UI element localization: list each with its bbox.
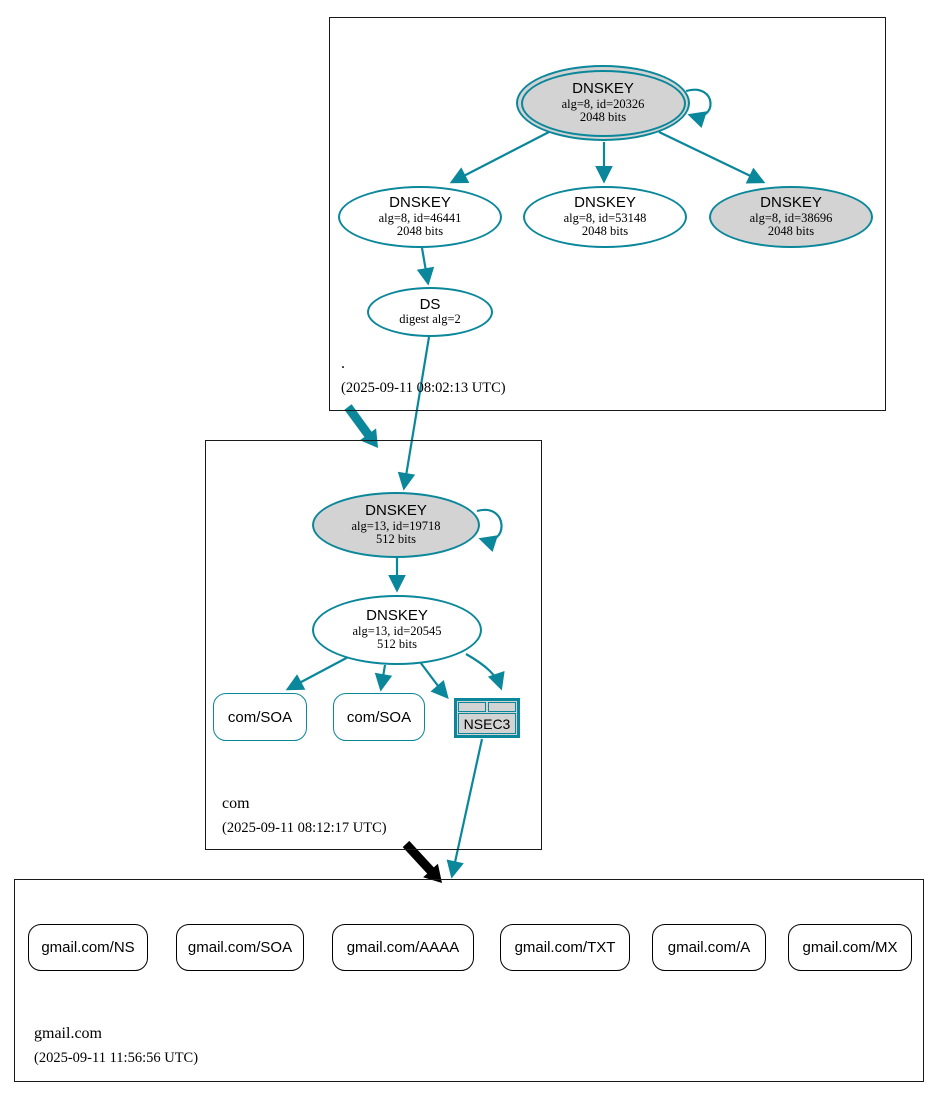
com-zsk-title: DNSKEY xyxy=(366,607,428,625)
gmail-rrset-txt-label: gmail.com/TXT xyxy=(514,939,616,956)
com-zsk-node: DNSKEY alg=13, id=20545 512 bits xyxy=(312,595,482,665)
nsec3-cell-2 xyxy=(488,702,516,712)
nsec3-label: NSEC3 xyxy=(458,713,516,734)
com-soa2-label: com/SOA xyxy=(346,708,412,726)
root-zsk2-detail1: alg=8, id=53148 xyxy=(563,210,647,225)
com-zone-label: com xyxy=(222,795,250,812)
nsec3-cells xyxy=(458,702,516,712)
root-zsk2-node: DNSKEY alg=8, id=53148 2048 bits xyxy=(523,186,687,248)
root-zsk1-detail2: 2048 bits xyxy=(396,224,444,239)
root-zone-timestamp: (2025-09-11 08:02:13 UTC) xyxy=(341,380,506,396)
root-ksk-detail2: 2048 bits xyxy=(579,110,627,125)
gmail-rrset-mx: gmail.com/MX xyxy=(788,924,912,971)
gmail-rrset-a: gmail.com/A xyxy=(652,924,766,971)
com-soa1-label: com/SOA xyxy=(227,708,293,726)
com-ksk-node: DNSKEY alg=13, id=19718 512 bits xyxy=(312,492,480,558)
com-nsec3-node: NSEC3 xyxy=(454,698,520,738)
root-zsk2-title: DNSKEY xyxy=(574,194,636,212)
root-zsk3-detail1: alg=8, id=38696 xyxy=(749,210,833,225)
root-ds-title: DS xyxy=(419,296,441,314)
com-soa1-node: com/SOA xyxy=(213,693,307,741)
com-ksk-detail1: alg=13, id=19718 xyxy=(351,518,441,533)
gmail-rrset-aaaa-label: gmail.com/AAAA xyxy=(346,939,460,956)
gmail-rrset-txt: gmail.com/TXT xyxy=(500,924,630,971)
com-zsk-detail2: 512 bits xyxy=(377,637,417,652)
com-zone-timestamp: (2025-09-11 08:12:17 UTC) xyxy=(222,820,387,836)
com-ksk-detail2: 512 bits xyxy=(376,532,416,547)
root-ksk-title: DNSKEY xyxy=(572,80,634,98)
gmail-rrset-ns-label: gmail.com/NS xyxy=(41,939,135,956)
com-zsk-detail1: alg=13, id=20545 xyxy=(352,623,442,638)
gmail-rrset-aaaa: gmail.com/AAAA xyxy=(332,924,474,971)
nsec3-cell-1 xyxy=(458,702,486,712)
root-zsk1-node: DNSKEY alg=8, id=46441 2048 bits xyxy=(338,186,502,248)
root-zone-label: . xyxy=(341,355,345,372)
root-ksk-node: DNSKEY alg=8, id=20326 2048 bits xyxy=(516,65,690,141)
root-zsk1-title: DNSKEY xyxy=(389,194,451,212)
gmail-rrset-mx-label: gmail.com/MX xyxy=(802,939,898,956)
com-ksk-title: DNSKEY xyxy=(365,502,427,520)
root-zsk1-detail1: alg=8, id=46441 xyxy=(378,210,462,225)
root-ds-node: DS digest alg=2 xyxy=(367,287,493,337)
root-ksk-detail1: alg=8, id=20326 xyxy=(561,96,645,111)
gmail-rrset-soa: gmail.com/SOA xyxy=(176,924,304,971)
gmail-zone-timestamp: (2025-09-11 11:56:56 UTC) xyxy=(34,1050,199,1066)
root-zsk2-detail2: 2048 bits xyxy=(581,224,629,239)
com-soa2-node: com/SOA xyxy=(333,693,425,741)
zone-box-root xyxy=(329,17,886,411)
root-zsk3-detail2: 2048 bits xyxy=(767,224,815,239)
gmail-zone-label: gmail.com xyxy=(34,1025,102,1042)
root-zsk3-node: DNSKEY alg=8, id=38696 2048 bits xyxy=(709,186,873,248)
gmail-rrset-soa-label: gmail.com/SOA xyxy=(187,939,293,956)
zone-box-gmail xyxy=(14,879,924,1082)
root-ds-detail1: digest alg=2 xyxy=(399,312,461,327)
gmail-rrset-ns: gmail.com/NS xyxy=(28,924,148,971)
zone-box-com xyxy=(205,440,542,850)
gmail-rrset-a-label: gmail.com/A xyxy=(667,939,751,956)
root-zsk3-title: DNSKEY xyxy=(760,194,822,212)
